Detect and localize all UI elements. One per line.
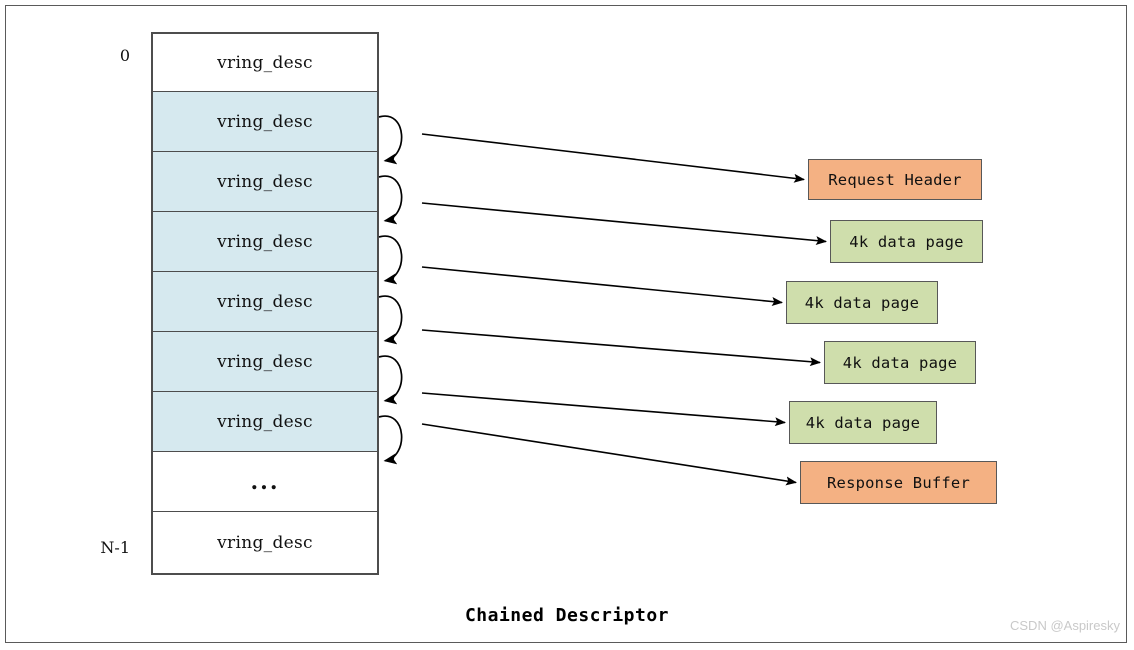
buffer-box-label: 4k data page — [842, 353, 958, 372]
buffer-box: 4k data page — [824, 341, 976, 384]
descriptor-row-label: vring_desc — [217, 171, 313, 192]
descriptor-row: vring_desc — [153, 272, 377, 332]
buffer-box: 4k data page — [786, 281, 938, 324]
index-label-first: 0 — [119, 46, 130, 65]
descriptor-table: vring_desc vring_desc vring_desc vring_desc… — [151, 32, 379, 575]
buffer-box: Response Buffer — [800, 461, 997, 504]
descriptor-row: vring_desc — [153, 332, 377, 392]
descriptor-row: vring_desc — [153, 34, 377, 92]
buffer-box: 4k data page — [830, 220, 983, 263]
buffer-box-label: 4k data page — [849, 232, 964, 251]
descriptor-row: vring_desc — [153, 92, 377, 152]
buffer-box: Request Header — [808, 159, 982, 200]
buffer-box-label: Request Header — [828, 170, 962, 189]
descriptor-row: vring_desc — [153, 152, 377, 212]
descriptor-row-label: vring_desc — [217, 291, 313, 312]
buffer-box: 4k data page — [789, 401, 937, 444]
descriptor-row-label: vring_desc — [217, 532, 313, 553]
buffer-box-label: Response Buffer — [827, 473, 970, 492]
descriptor-row: vring_desc — [153, 512, 377, 573]
descriptor-row-label: vring_desc — [217, 231, 313, 252]
diagram-caption: Chained Descriptor — [464, 605, 670, 626]
descriptor-row-label: vring_desc — [217, 52, 313, 73]
descriptor-row-label: vring_desc — [217, 411, 313, 432]
descriptor-row: vring_desc — [153, 212, 377, 272]
descriptor-row: ... — [153, 452, 377, 512]
descriptor-row-label: ... — [250, 468, 280, 495]
buffer-box-label: 4k data page — [804, 293, 920, 312]
descriptor-row-label: vring_desc — [217, 111, 313, 132]
descriptor-row: vring_desc — [153, 392, 377, 452]
buffer-box-label: 4k data page — [805, 413, 921, 432]
watermark: CSDN @Aspiresky — [1010, 618, 1120, 633]
outer-frame — [5, 5, 1127, 643]
descriptor-row-label: vring_desc — [217, 351, 313, 372]
index-label-last: N-1 — [100, 538, 130, 557]
